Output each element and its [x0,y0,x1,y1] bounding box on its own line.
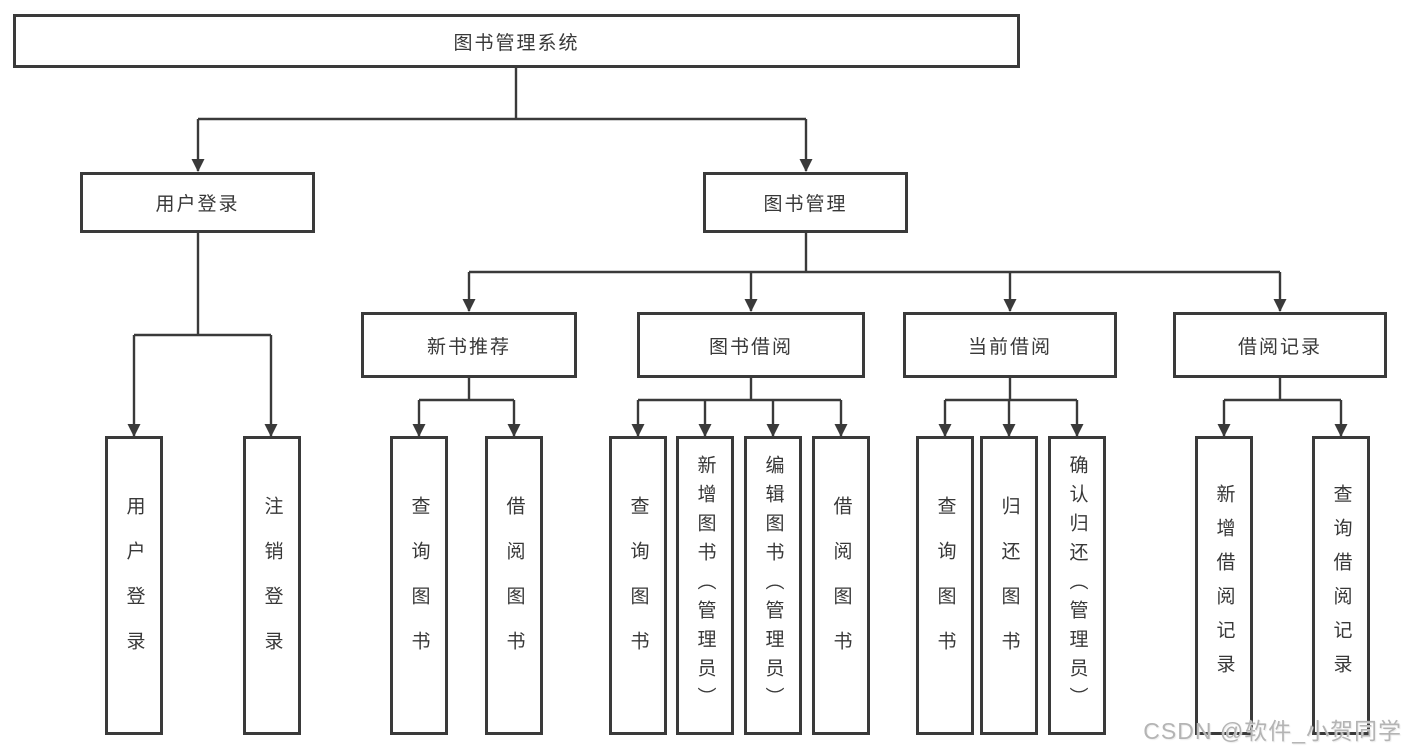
leaf-add-borrow-record: 新增借阅记录 [1195,436,1253,735]
node-new-book-recommend: 新书推荐 [361,312,577,378]
leaf-add-book-admin-label: 新增图书（管理员） [694,455,716,716]
node-library-management-system: 图书管理系统 [13,14,1020,68]
node-current-borrow: 当前借阅 [903,312,1117,378]
node-library-management-system-label: 图书管理系统 [453,32,580,54]
leaf-logout-label: 注销登录 [261,495,283,676]
leaf-return-book-label: 归还图书 [998,495,1020,676]
csdn-watermark: CSDN @软件_小贺同学 [1143,718,1402,744]
node-book-borrow: 图书借阅 [637,312,865,378]
node-borrow-record-label: 借阅记录 [1237,336,1322,358]
leaf-borrow-book-1-label: 借阅图书 [503,495,525,676]
node-book-management-label: 图书管理 [763,194,848,215]
leaf-confirm-return-admin: 确认归还（管理员） [1048,436,1106,735]
node-user-login-label: 用户登录 [155,194,240,215]
leaf-query-borrow-record-label: 查询借阅记录 [1330,483,1352,688]
node-user-login: 用户登录 [80,172,315,233]
node-book-management: 图书管理 [703,172,908,233]
leaf-query-book-1: 查询图书 [390,436,448,735]
node-book-borrow-label: 图书借阅 [708,336,793,358]
leaf-user-login: 用户登录 [105,436,163,735]
leaf-add-borrow-record-label: 新增借阅记录 [1213,483,1235,688]
node-borrow-record: 借阅记录 [1173,312,1387,378]
leaf-query-book-3: 查询图书 [916,436,974,735]
leaf-borrow-book-2-label: 借阅图书 [830,495,852,676]
node-current-borrow-label: 当前借阅 [967,336,1052,358]
leaf-edit-book-admin-label: 编辑图书（管理员） [762,455,784,716]
leaf-borrow-book-2: 借阅图书 [812,436,870,735]
node-new-book-recommend-label: 新书推荐 [426,336,511,358]
leaf-query-book-2-label: 查询图书 [627,495,649,676]
leaf-confirm-return-admin-label: 确认归还（管理员） [1066,455,1088,716]
leaf-query-book-3-label: 查询图书 [934,495,956,676]
leaf-logout: 注销登录 [243,436,301,735]
leaf-return-book: 归还图书 [980,436,1038,735]
leaf-borrow-book-1: 借阅图书 [485,436,543,735]
leaf-query-book-2: 查询图书 [609,436,667,735]
connector-trunks [134,68,1341,402]
leaf-edit-book-admin: 编辑图书（管理员） [744,436,802,735]
leaf-user-login-label: 用户登录 [123,495,145,676]
leaf-add-book-admin: 新增图书（管理员） [676,436,734,735]
leaf-query-book-1-label: 查询图书 [408,495,430,676]
leaf-query-borrow-record: 查询借阅记录 [1312,436,1370,735]
